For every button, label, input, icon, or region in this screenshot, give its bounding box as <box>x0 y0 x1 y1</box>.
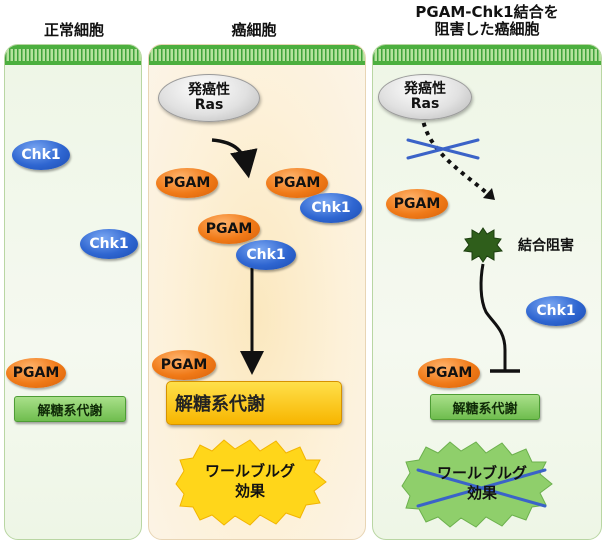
pgam-protein: PGAM <box>418 358 480 388</box>
pgam-protein: PGAM <box>6 358 66 388</box>
warburg-burst-cancer <box>175 439 327 526</box>
warburg-label-line2: 効果 <box>234 482 265 500</box>
warburg-effect-inhibited: ワールブルグ 効果 <box>424 463 540 503</box>
pgam-protein: PGAM <box>156 168 218 198</box>
warburg-burst-inhibited <box>401 441 553 528</box>
ras-label-line1: 発癌性 <box>188 82 230 98</box>
panel-normal-cell <box>4 44 142 540</box>
pgam-protein: PGAM <box>266 168 328 198</box>
glycolysis-box-normal: 解糖系代謝 <box>14 396 126 422</box>
title-cancer-cell: 癌細胞 <box>231 21 277 39</box>
chk1-protein: Chk1 <box>12 140 70 170</box>
cell-membrane <box>373 45 601 65</box>
chk1-protein: Chk1 <box>526 296 586 326</box>
binding-inhibitor-icon <box>463 227 503 263</box>
warburg-effect-cancer: ワールブルグ 効果 <box>196 461 304 501</box>
chk1-protein: Chk1 <box>236 240 296 270</box>
blocked-activation-arrow <box>420 113 490 196</box>
oncogenic-ras: 発癌性 Ras <box>158 74 260 122</box>
binding-inhibition-label: 結合阻害 <box>518 238 574 254</box>
pgam-protein: PGAM <box>198 214 260 244</box>
pgam-protein: PGAM <box>152 350 216 380</box>
title-normal-cell: 正常細胞 <box>43 21 104 39</box>
inhibition-line <box>479 263 507 370</box>
cell-membrane <box>5 45 141 65</box>
ras-label-line1: 発癌性 <box>404 81 446 97</box>
blocked-cross-icon <box>406 138 480 160</box>
chk1-protein: Chk1 <box>80 229 138 259</box>
glycolysis-box-inhibited: 解糖系代謝 <box>430 394 540 420</box>
warburg-label-line2: 効果 <box>466 484 497 502</box>
cell-membrane <box>149 45 365 65</box>
ras-label-line2: Ras <box>194 97 224 113</box>
warburg-blocked-cross-icon <box>416 468 547 508</box>
chk1-protein: Chk1 <box>300 193 362 223</box>
warburg-label-line1: ワールブルグ <box>436 464 527 482</box>
oncogenic-ras: 発癌性 Ras <box>378 74 472 120</box>
glycolysis-label: 解糖系代謝 <box>175 394 265 415</box>
pgam-protein: PGAM <box>386 189 448 219</box>
glycolysis-box-upregulated: 解糖系代謝 <box>166 381 342 425</box>
warburg-label-line1: ワールブルグ <box>204 462 295 480</box>
title-inhibited-cancer-cell: PGAM-Chk1結合を 阻害した癌細胞 <box>415 3 559 38</box>
activation-arrow <box>211 138 258 179</box>
ras-label-line2: Ras <box>410 96 440 112</box>
